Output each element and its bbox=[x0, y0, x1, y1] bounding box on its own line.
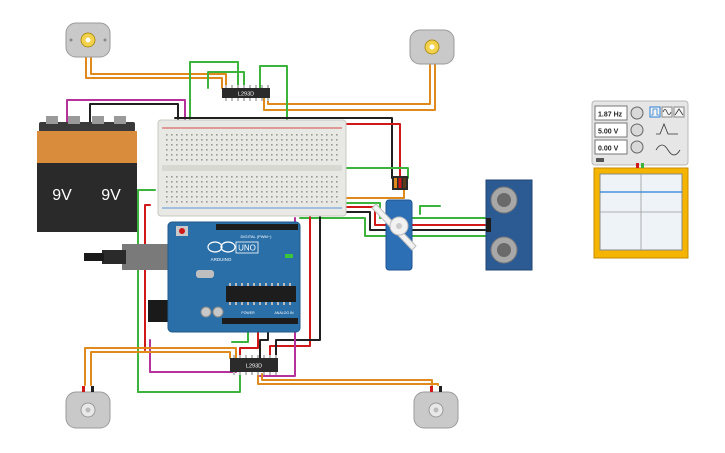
arduino-header-digital: DIGITAL (PWM~) bbox=[241, 234, 273, 239]
frequency-knob[interactable] bbox=[630, 106, 644, 120]
arduino-header-power: POWER bbox=[241, 311, 255, 315]
battery-right-label: 9V bbox=[101, 187, 121, 204]
arduino-brand: ARDUINO bbox=[211, 257, 232, 262]
driver-bottom-label: L293D bbox=[246, 364, 262, 370]
amplitude-display: 5.00 V bbox=[598, 129, 619, 136]
driver-top-l293d[interactable]: L293D bbox=[222, 85, 270, 101]
motor-bottom-right[interactable] bbox=[413, 386, 459, 429]
motor-bottom-left[interactable] bbox=[65, 386, 111, 429]
square-wave-icon[interactable] bbox=[649, 106, 661, 118]
arduino-uno[interactable]: ARDUINO UNO DIGITAL (PWM~) POWER ANALOG … bbox=[84, 221, 301, 333]
motor-top-left[interactable] bbox=[65, 22, 111, 58]
battery-left: 9V bbox=[37, 131, 88, 232]
sine-wave-icon[interactable] bbox=[661, 106, 673, 118]
servo-icon bbox=[371, 203, 417, 251]
frequency-display: 1.87 Hz bbox=[598, 112, 623, 119]
ultrasonic-sensor[interactable] bbox=[485, 179, 533, 271]
offset-knob[interactable] bbox=[630, 140, 644, 154]
breadboard[interactable] bbox=[157, 119, 347, 217]
oscilloscope[interactable] bbox=[593, 163, 689, 259]
servo-motor[interactable] bbox=[371, 176, 417, 271]
battery-right: 9V bbox=[86, 131, 137, 232]
battery-left-label: 9V bbox=[52, 187, 72, 204]
triangle-wave-icon[interactable] bbox=[673, 106, 685, 118]
ultrasonic-sensor-icon bbox=[490, 186, 518, 264]
arduino-logo bbox=[207, 241, 236, 253]
motor-icon bbox=[69, 38, 107, 42]
battery-pack[interactable]: 9V 9V bbox=[37, 116, 137, 232]
arduino-header-analog: ANALOG IN bbox=[274, 311, 294, 315]
amplitude-knob[interactable] bbox=[630, 123, 644, 137]
function-generator[interactable]: 1.87 Hz 5.00 V 0.00 V bbox=[591, 100, 689, 166]
arduino-model: UNO bbox=[238, 244, 256, 253]
offset-display: 0.00 V bbox=[598, 146, 619, 153]
driver-top-label: L293D bbox=[238, 92, 254, 98]
breadboard-holes bbox=[166, 134, 338, 203]
driver-bottom-l293d[interactable]: L293D bbox=[230, 355, 278, 375]
motor-top-right[interactable] bbox=[409, 29, 455, 65]
